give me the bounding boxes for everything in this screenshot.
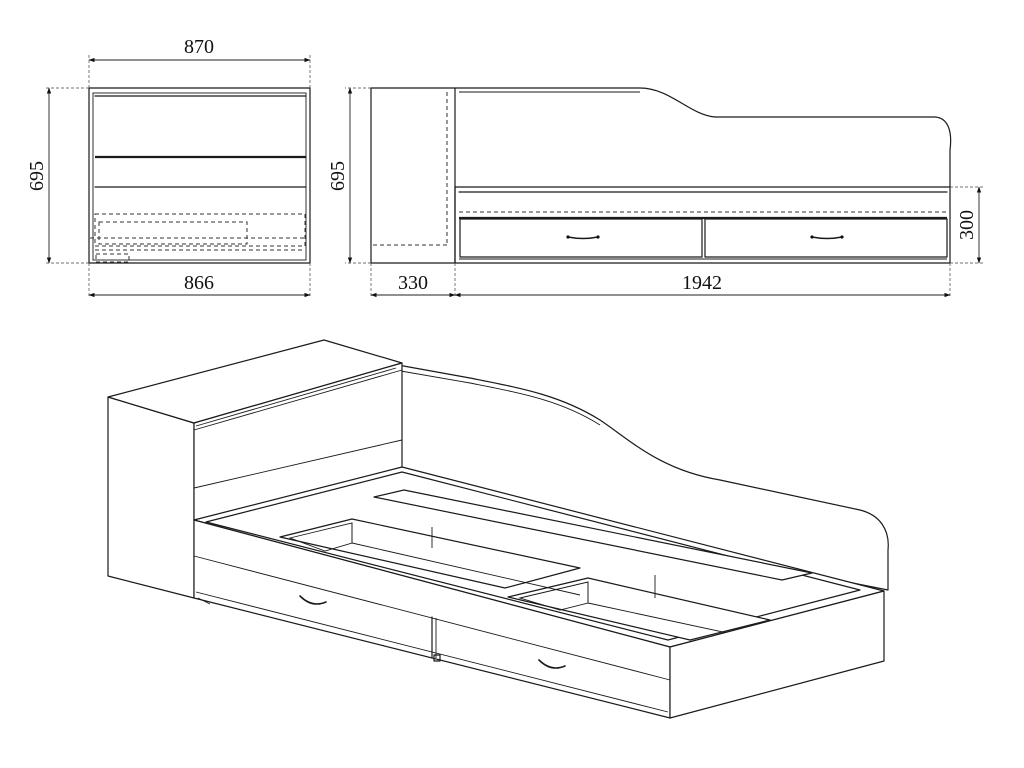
dim-cabinet-depth: 330 [398,272,428,294]
dim-drawer-height: 300 [956,210,978,240]
isometric-view [107,339,889,719]
side-view: 695 300 330 1942 [327,87,984,298]
dim-front-bottom-width: 866 [184,272,214,294]
front-view: 870 866 695 [26,36,311,298]
dim-bed-length: 1942 [682,272,722,294]
dim-side-height: 695 [327,161,349,191]
dim-front-top-width: 870 [184,36,214,58]
dim-front-height: 695 [26,161,48,191]
